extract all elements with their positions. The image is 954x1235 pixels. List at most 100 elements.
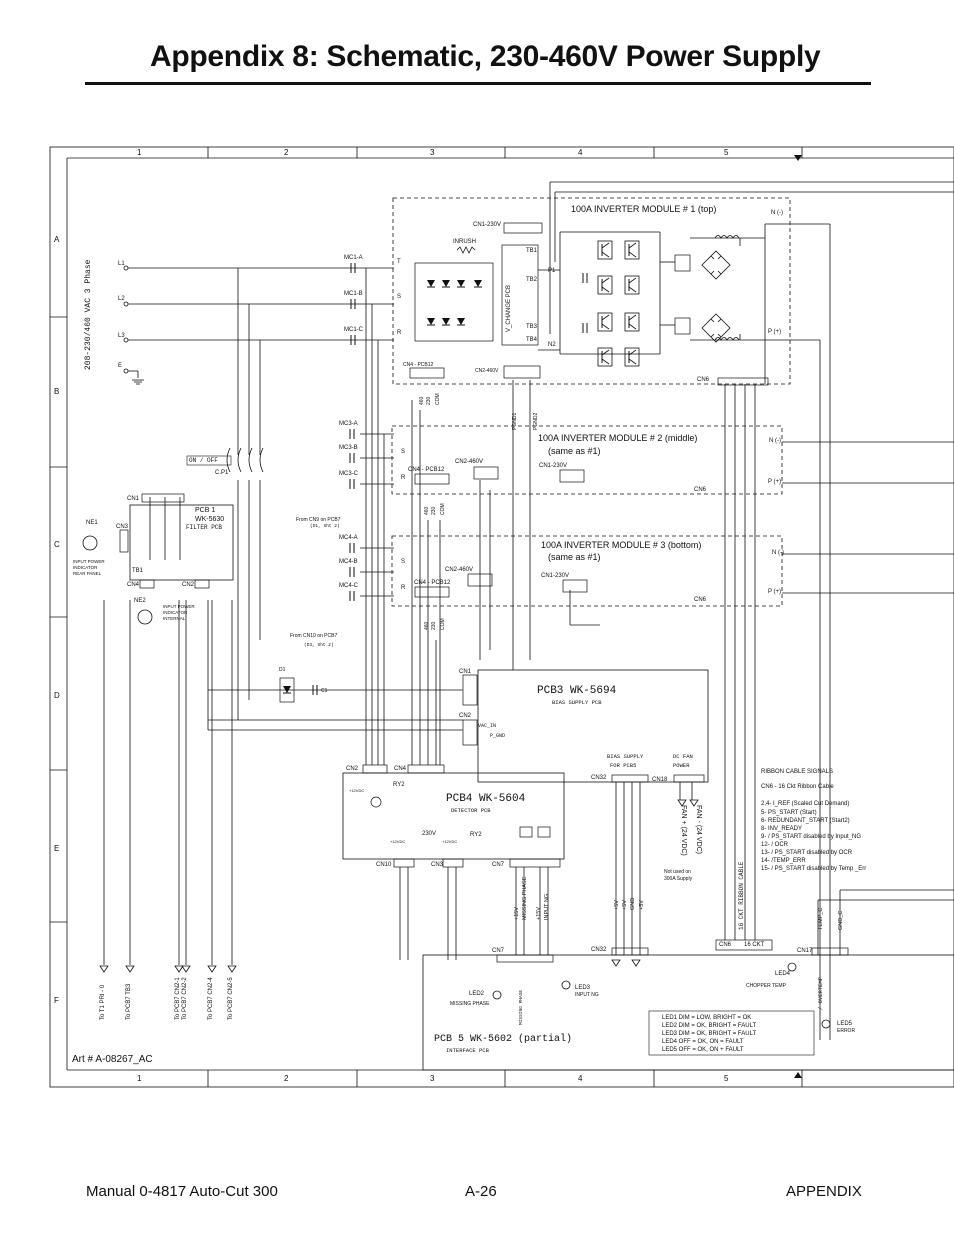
pcb3-desc: BIAS SUPPLY PCB <box>552 699 602 706</box>
pcb3-bias-supply: BIAS SUPPLY <box>607 753 644 760</box>
pcb3-labels: CN1 CN2 VAC_IN P_GND BIAS SUPPLY FOR PCB… <box>459 669 693 783</box>
grid-col-2-bottom: 2 <box>284 1074 289 1083</box>
pcb1-labels: CN1 CN3 TB1 CN4 CN2 NE1 NE2 <box>86 496 195 604</box>
line-l1: L1 <box>118 261 125 267</box>
m1-tsr: T S R <box>397 259 402 336</box>
ne1-desc-1: INPUT POWER <box>73 559 105 564</box>
ne1-label: NE1 <box>86 520 98 526</box>
mc1-a-label: MC1-A <box>344 255 363 261</box>
pcb5-16ckt: 16 CKT <box>744 942 765 948</box>
led2-name: MISSING PHASE <box>450 1001 490 1007</box>
ne2-label: NE2 <box>134 598 146 604</box>
m1-cn2-460v: CN2-460V <box>475 368 499 374</box>
module-2-sub: (same as #1) <box>548 446 601 456</box>
m2-cn4-pcb12: CN4 - PCB12 <box>408 467 445 473</box>
sig-5v-c: +5V <box>639 900 645 910</box>
grid-col-1-bottom: 1 <box>137 1074 142 1083</box>
sig-15v-a: +15V <box>514 907 520 920</box>
sig-gnd-c: GND_C <box>838 911 844 930</box>
not-used-2: 300A Supply <box>664 876 693 882</box>
grid-col-4-bottom: 4 <box>578 1074 583 1083</box>
pcb-interconnect <box>399 782 954 960</box>
m2-cn2-460v: CN2-460V <box>455 459 483 465</box>
bottom-left-refs: To T1 PRI - 0 To PCB7 TB3 To PCB7 CN2-1 … <box>100 977 234 1020</box>
m3-pin-230: 230 <box>431 621 437 630</box>
m3-n-minus: N (-) <box>772 550 784 556</box>
module-3-sub: (same as #1) <box>548 552 601 562</box>
to-pcb7-cn2-4: To PCB7 CN2-4 <box>208 977 214 1020</box>
mc4-b-label: MC4-B <box>339 559 358 565</box>
mc1-c-label: MC1-C <box>344 327 364 333</box>
led-table: LED1 DIM = LOW, BRIGHT = OK LED2 DIM = O… <box>662 1015 756 1053</box>
m1-pin-230: 230 <box>426 396 432 405</box>
pcb5-desc: INTERFACE PCB <box>446 1047 490 1054</box>
ribbon-title: RIBBON CABLE SIGNALS <box>761 769 833 775</box>
m1-cn4-pcb12: CN4 - PCB12 <box>403 362 434 368</box>
grid-row-e: E <box>54 844 59 853</box>
pcb1-part: WK-5630 <box>195 516 224 523</box>
pcb3-dc-fan: DC FAN <box>673 753 693 760</box>
m1-tb2: TB2 <box>526 277 538 283</box>
input-wiring <box>123 265 394 720</box>
m1-tb4: TB4 <box>526 337 538 343</box>
ribbon-line-6: 12- / OCR <box>761 842 789 848</box>
from-cn9: From CN9 on PCB7 <box>296 517 341 523</box>
pcb3-vac-in: VAC_IN <box>478 723 496 729</box>
module-1-box <box>392 197 791 385</box>
pcb3-cn1: CN1 <box>459 669 472 675</box>
m1-cn1-230v: CN1-230V <box>473 222 501 228</box>
ribbon-signals: RIBBON CABLE SIGNALS CN6 - 16 Ckt Ribbon… <box>761 769 866 872</box>
led-table-row-2: LED2 DIM = OK, BRIGHT = FAULT <box>662 1023 756 1029</box>
pcb5-signals: +15V MISSING PHASE +15V INPUT NG +5V +5V… <box>514 876 844 930</box>
m2-pin-com: COM <box>440 503 446 515</box>
led-table-row-5: LED5 OFF = OK, ON + FAULT <box>662 1047 744 1053</box>
module-3-title: 100A INVERTER MODULE # 3 (bottom) <box>541 540 701 550</box>
mc4-a-label: MC4-A <box>339 535 358 541</box>
pcb4-box <box>342 772 565 860</box>
from-cn10-loc: (D3, Sht 2) <box>304 642 334 648</box>
pcb5-cn32: CN32 <box>591 947 607 953</box>
m1-n-minus: N (-) <box>771 210 783 216</box>
m1-pin-460: 460 <box>419 396 425 405</box>
m1-tb1: TB1 <box>526 248 538 254</box>
fan-plus: FAN + (24 VDC) <box>680 805 687 856</box>
ribbon-line-9: 15- / PS_START disabled by Temp _Err <box>761 866 866 872</box>
to-pcb7-cn2-5: To PCB7 CN2-5 <box>228 977 234 1020</box>
m1-inverter-wiring <box>538 181 954 1040</box>
led5-name: ERROR <box>837 1028 855 1034</box>
m3-pin-com: COM <box>440 618 446 630</box>
pcb1-cn1: CN1 <box>127 496 140 502</box>
to-pcb7-cn2-2: To PCB7 CN2-2 <box>182 977 188 1020</box>
m2-labels: S R N (-) P (+) CN6 CN1-230V CN2-460V CN… <box>401 438 781 493</box>
grid-row-c: C <box>54 540 60 549</box>
missing-phase-vertical: MISSING PHASE <box>518 990 524 1025</box>
m1-cn6: CN6 <box>697 377 710 383</box>
m1-pin-com: COM <box>435 393 441 405</box>
not-used: Not used on 300A Supply <box>664 869 693 882</box>
pcb1-cn4: CN4 <box>127 582 140 588</box>
pcb4-desc: DETECTOR PCB <box>451 807 491 814</box>
pcb1-desc: FILTER PCB <box>186 524 222 531</box>
pcb3-name: PCB3 WK-5694 <box>537 685 617 697</box>
m1-s: S <box>397 294 401 300</box>
m2-r: R <box>401 475 406 481</box>
m1-cn4-pins: 460 230 COM <box>419 393 441 405</box>
m3-pin-460: 460 <box>424 621 430 630</box>
pcb1-box <box>129 504 234 581</box>
grid-col-5: 5 <box>724 148 729 157</box>
m3-cn4-pins: 460 230 COM <box>424 618 446 630</box>
pcb3-power: POWER <box>673 762 690 769</box>
m3-r: R <box>401 585 406 591</box>
to-pcb7-cn2-1: To PCB7 CN2-1 <box>175 977 181 1020</box>
m3-cn4-pcb12: CN4 - PCB12 <box>414 580 451 586</box>
m1-t: T <box>397 259 401 265</box>
c1-label: C1 <box>321 688 328 694</box>
footer-section: APPENDIX <box>786 1183 862 1200</box>
mc1-b-label: MC1-B <box>344 291 363 297</box>
to-t1-pri: To T1 PRI - 0 <box>100 984 106 1020</box>
pcb1-cn2: CN2 <box>182 582 195 588</box>
pcb4-labels: CN2 CN4 RY2 RY2 230V CN10 CN3 CN7 +12VDC… <box>346 766 505 868</box>
m2-cn6: CN6 <box>694 487 707 493</box>
led2-label: LED2 <box>469 991 485 997</box>
ne2-desc-2: INDICATOR <box>163 610 188 615</box>
